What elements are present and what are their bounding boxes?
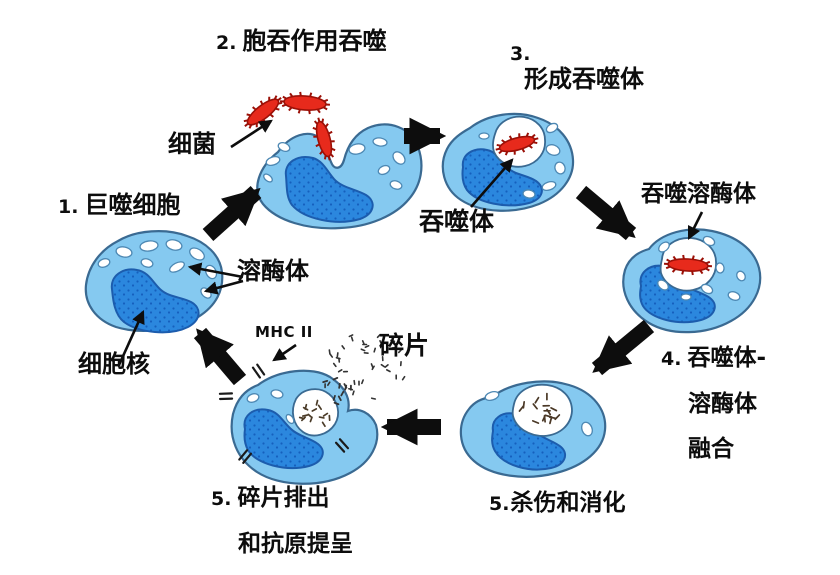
- fusing-lysosome-vesicles: [657, 235, 746, 301]
- cell-nucleus-label: 细胞核: [78, 350, 150, 378]
- phagolysosome-pointer-arrow: [687, 211, 704, 241]
- expelled-debris-particles: [322, 333, 406, 406]
- digested-debris: [518, 392, 561, 425]
- bacteria-pointer-arrow: [230, 119, 273, 149]
- macrophage-step5-digestion-cell: [459, 380, 607, 478]
- step1-number: 1.: [58, 196, 79, 218]
- bacterium-in-phagosome: [495, 132, 539, 156]
- bacterium-in-phagolysosome: [663, 254, 713, 276]
- step4-number: 4.: [661, 348, 682, 370]
- step5-digestion-text: 杀伤和消化: [510, 490, 626, 516]
- macrophage-step1-cell: [84, 230, 224, 334]
- mhc2-receptor-marker: [251, 363, 266, 379]
- step4-text-line1: 吞噬体-: [687, 345, 766, 371]
- step3-number: 3.: [510, 43, 531, 65]
- step1-label: 1.巨噬细胞: [58, 191, 181, 220]
- nucleus-pointer-arrow: [117, 309, 145, 366]
- step5-digestion-label: 5.杀伤和消化: [489, 490, 625, 516]
- step2-number: 2.: [216, 32, 237, 54]
- lysosome-vesicles: [263, 137, 406, 190]
- step3-text: 形成吞噬体: [524, 64, 644, 93]
- digestion-vesicle: [511, 383, 573, 437]
- step5-presentation-text-line1: 碎片排出: [237, 485, 330, 511]
- exocytosis-pocket: [292, 388, 340, 437]
- bacteria-label: 细菌: [168, 130, 216, 158]
- step2-text: 胞吞作用吞噬: [242, 27, 387, 55]
- phagosome-pointer-arrow: [470, 158, 514, 208]
- lysosome-label: 溶酶体: [237, 257, 309, 285]
- macrophage-step4-cell: [622, 228, 762, 334]
- step3-label: 3. 形成吞噬体: [510, 43, 644, 93]
- flow-arrow-step4-to-step5: [591, 319, 655, 376]
- cell-nucleus: [284, 156, 374, 223]
- step4-label: 4.吞噬体- 溶酶体 融合: [661, 336, 766, 472]
- mhc2-pointer-arrow: [272, 343, 297, 362]
- step5-presentation-label: 5.碎片排出 和抗原提呈: [211, 476, 353, 567]
- step5-presentation-text-line2: 和抗原提呈: [238, 531, 353, 557]
- bacterium-being-engulfed: [312, 117, 336, 161]
- step5-presentation-number: 5.: [211, 488, 232, 510]
- cell-nucleus: [461, 148, 543, 207]
- step4-text-line2: 溶酶体: [688, 391, 757, 417]
- macrophage-step3-cell: [441, 112, 575, 212]
- flow-arrow-step1-to-step2: [202, 186, 262, 241]
- macrophage-step2-cell: [256, 123, 423, 230]
- phagosome-label: 吞噬体: [419, 207, 495, 236]
- debris-label: 碎片: [379, 331, 430, 360]
- step1-text: 巨噬细胞: [84, 191, 181, 219]
- lysosome-vesicles: [478, 122, 566, 199]
- phagolysosome-label: 吞噬溶酶体: [641, 181, 756, 207]
- step5-digestion-number: 5.: [489, 493, 510, 515]
- flow-arrow-presentation-to-step1: [193, 327, 247, 386]
- debris-in-pocket: [298, 399, 331, 428]
- lysosome-pointer-arrow: [187, 262, 244, 279]
- bacterium: [279, 91, 331, 115]
- step4-text-line3: 融合: [688, 436, 734, 462]
- mhc2-receptor-marker: [334, 438, 350, 453]
- step2-label: 2.胞吞作用吞噬: [216, 27, 387, 56]
- mhc2-label: MHC II: [255, 323, 313, 341]
- mhc2-receptor-marker: [238, 449, 253, 464]
- flow-arrow-step3-to-step4: [575, 185, 637, 241]
- mhc2-receptor-marker: [218, 392, 234, 401]
- lysosome-pointer-arrow: [203, 279, 244, 295]
